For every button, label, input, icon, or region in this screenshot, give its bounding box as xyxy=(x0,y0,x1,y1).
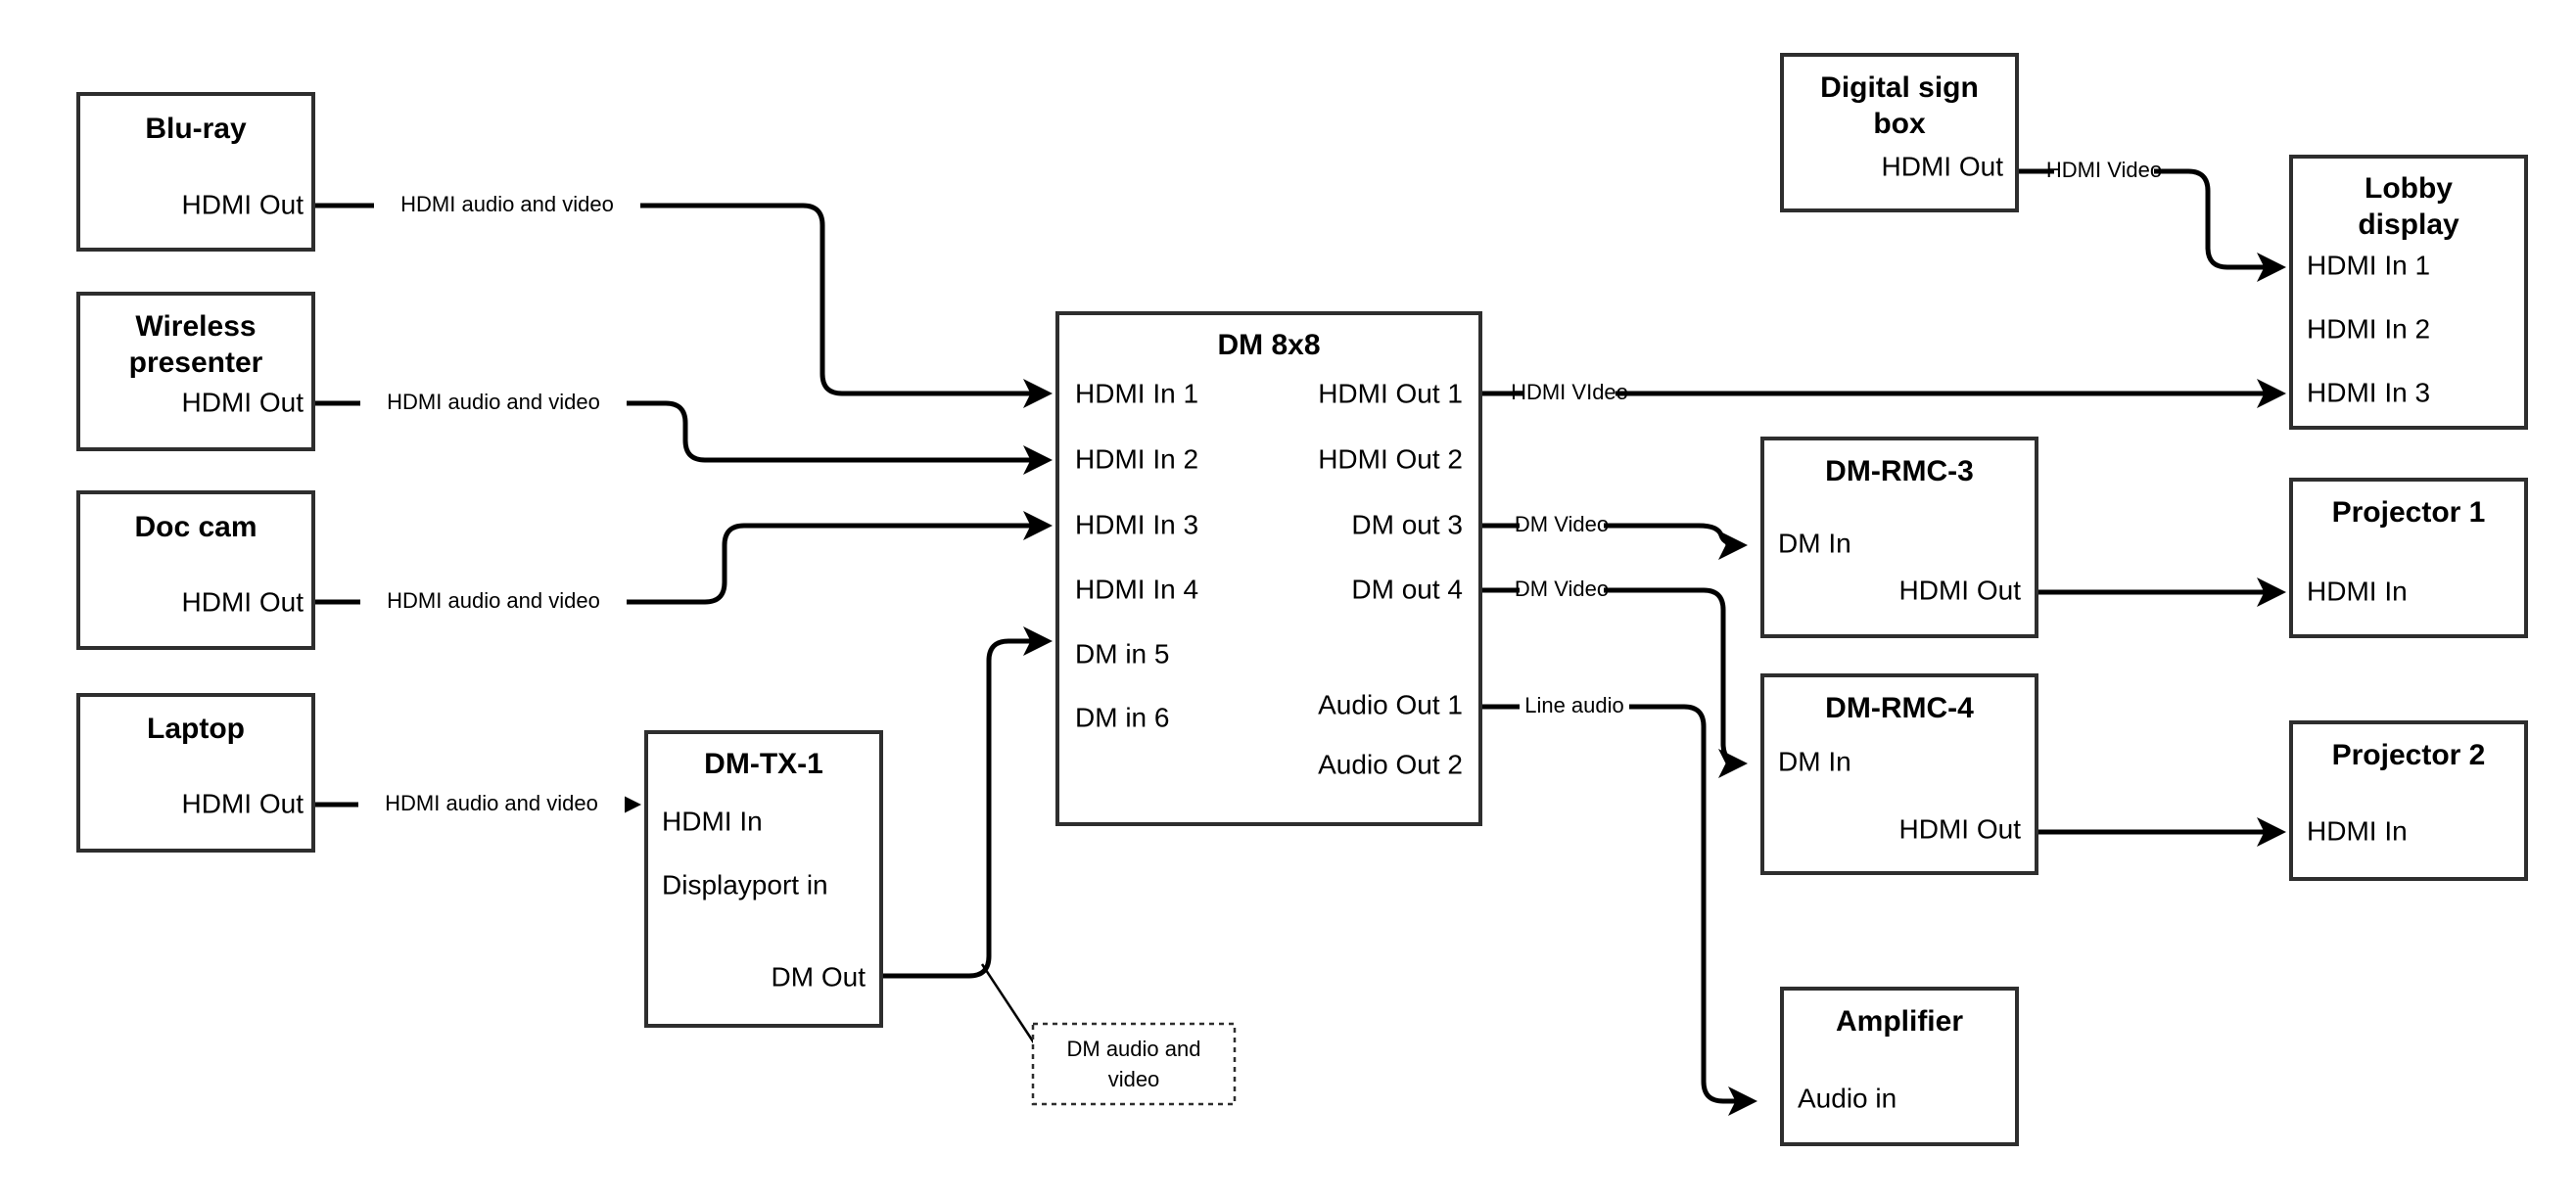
node-lobby-display-title-line2: display xyxy=(2358,208,2459,241)
node-laptop-box[interactable] xyxy=(76,693,315,853)
wire-bluray-to-dm8x8 xyxy=(313,203,1053,408)
node-dm-8x8-output-hdmi-out-1: HDMI Out 1 xyxy=(1318,378,1463,408)
node-projector-2-port-hdmi-in: HDMI In xyxy=(2307,815,2408,846)
node-dm-rmc-3-port-hdmi-out: HDMI Out xyxy=(1899,575,2022,605)
node-dm-8x8-output-dm-out-4: DM out 4 xyxy=(1351,574,1463,604)
node-dm-rmc-3-title: DM-RMC-3 xyxy=(1825,455,1974,487)
wire-wireless-to-dm8x8 xyxy=(313,400,1053,475)
node-dm-rmc-4-port-dm-in: DM In xyxy=(1778,746,1851,776)
node-wireless-presenter-title-line2: presenter xyxy=(129,346,263,379)
node-dm-8x8[interactable]: DM 8x8 HDMI In 1 HDMI In 2 HDMI In 3 HDM… xyxy=(1055,311,1482,826)
node-dm-8x8-output-audio-out-1: Audio Out 1 xyxy=(1318,689,1463,719)
node-projector-2-title: Projector 2 xyxy=(2332,739,2486,771)
node-digital-sign-box-box[interactable] xyxy=(1780,53,2019,212)
node-laptop-port-hdmi-out: HDMI Out xyxy=(182,788,304,818)
wire-doccam-to-dm8x8 xyxy=(313,511,1053,605)
node-digital-sign-box-port-hdmi-out: HDMI Out xyxy=(1882,151,2004,181)
node-laptop[interactable]: Laptop HDMI Out xyxy=(76,693,315,853)
node-wireless-presenter-title-line1: Wireless xyxy=(135,310,256,343)
node-dm-rmc-3-port-dm-in: DM In xyxy=(1778,528,1851,558)
node-bluray[interactable]: Blu-ray HDMI Out xyxy=(76,92,315,252)
node-lobby-display-port-hdmi-in-1: HDMI In 1 xyxy=(2307,250,2430,280)
node-dm-tx-1-port-dm-out: DM Out xyxy=(772,961,866,992)
node-dm-8x8-box[interactable] xyxy=(1055,311,1482,826)
node-dm-rmc-4-title: DM-RMC-4 xyxy=(1825,692,1974,724)
node-amplifier-box[interactable] xyxy=(1780,987,2019,1146)
node-lobby-display[interactable]: Lobby display HDMI In 1 HDMI In 2 HDMI I… xyxy=(2289,155,2528,430)
node-bluray-box[interactable] xyxy=(76,92,315,252)
wire-digitalsign-to-lobby xyxy=(2017,168,2281,267)
node-wireless-presenter[interactable]: Wireless presenter HDMI Out xyxy=(76,292,315,451)
node-projector-1-port-hdmi-in: HDMI In xyxy=(2307,576,2408,606)
node-dm-tx-1[interactable]: DM-TX-1 HDMI In Displayport in DM Out xyxy=(644,730,883,1028)
callout-dm-audio-and-video-line2: video xyxy=(1108,1067,1160,1091)
wire-dmtx1-to-dm8x8 xyxy=(881,626,1053,979)
node-dm-8x8-output-audio-out-2: Audio Out 2 xyxy=(1318,749,1463,779)
edge-label-laptop-to-dmtx1: HDMI audio and video xyxy=(385,791,598,815)
node-doc-cam[interactable]: Doc cam HDMI Out xyxy=(76,490,315,650)
node-lobby-display-port-hdmi-in-2: HDMI In 2 xyxy=(2307,313,2430,344)
node-lobby-display-port-hdmi-in-3: HDMI In 3 xyxy=(2307,377,2430,407)
node-dm-8x8-input-hdmi-in-3: HDMI In 3 xyxy=(1075,509,1198,539)
wire-dm8x8-dmout3-to-dmrmc3 xyxy=(1480,526,1743,545)
callout-dm-audio-and-video-line1: DM audio and xyxy=(1067,1037,1201,1061)
edge-label-dm8x8-audioout1-to-amplifier: Line audio xyxy=(1524,693,1624,717)
node-dm-8x8-output-dm-out-3: DM out 3 xyxy=(1351,509,1463,539)
node-dm-tx-1-title: DM-TX-1 xyxy=(704,748,823,780)
node-wireless-presenter-box[interactable] xyxy=(76,292,315,451)
edge-label-dm8x8-hdmiout1-to-lobby: HDMI VIdeo xyxy=(1511,380,1628,404)
edge-labels: HDMI audio and video HDMI audio and vide… xyxy=(358,154,2162,820)
node-laptop-title: Laptop xyxy=(147,713,245,745)
node-bluray-port-hdmi-out: HDMI Out xyxy=(182,189,304,219)
node-dm-tx-1-box[interactable] xyxy=(644,730,883,1028)
node-dm-8x8-input-hdmi-in-4: HDMI In 4 xyxy=(1075,574,1198,604)
node-amplifier-title: Amplifier xyxy=(1836,1005,1963,1038)
node-dm-8x8-title: DM 8x8 xyxy=(1217,329,1320,361)
node-projector-1[interactable]: Projector 1 HDMI In xyxy=(2289,478,2528,638)
node-digital-sign-box-title-line2: box xyxy=(1873,108,1926,140)
callout-leader-line xyxy=(980,963,1041,1051)
edge-label-doccam-to-dm8x8: HDMI audio and video xyxy=(387,588,600,613)
edge-label-dm8x8-dmout3-to-dmrmc3: DM Video xyxy=(1515,512,1609,536)
wire-dm8x8-dmout4-to-dmrmc4 xyxy=(1480,587,1743,763)
node-projector-1-title: Projector 1 xyxy=(2332,496,2486,529)
node-lobby-display-box[interactable] xyxy=(2289,155,2528,430)
node-wireless-presenter-port-hdmi-out: HDMI Out xyxy=(182,387,304,417)
node-projector-2[interactable]: Projector 2 HDMI In xyxy=(2289,720,2528,881)
edge-label-digitalsign-to-lobby: HDMI Video xyxy=(2046,158,2162,182)
node-lobby-display-title-line1: Lobby xyxy=(2365,172,2453,205)
node-projector-1-box[interactable] xyxy=(2289,478,2528,638)
callout-dm-audio-and-video-box xyxy=(1031,1022,1237,1106)
node-dm-rmc-3[interactable]: DM-RMC-3 DM In HDMI Out xyxy=(1760,437,2038,638)
node-dm-tx-1-port-hdmi-in: HDMI In xyxy=(662,806,763,836)
node-dm-tx-1-port-displayport-in: Displayport in xyxy=(662,869,828,900)
node-digital-sign-box[interactable]: Digital sign box HDMI Out xyxy=(1780,53,2019,212)
node-bluray-title: Blu-ray xyxy=(145,113,247,145)
node-digital-sign-box-title-line1: Digital sign xyxy=(1820,71,1979,104)
node-dm-8x8-input-dm-in-6: DM in 6 xyxy=(1075,702,1169,732)
wire-dm8x8-audioout1-to-amplifier xyxy=(1480,704,1753,1101)
node-amplifier[interactable]: Amplifier Audio in xyxy=(1780,987,2019,1146)
node-dm-8x8-output-hdmi-out-2: HDMI Out 2 xyxy=(1318,443,1463,474)
node-dm-8x8-input-dm-in-5: DM in 5 xyxy=(1075,638,1169,669)
node-dm-8x8-input-hdmi-in-1: HDMI In 1 xyxy=(1075,378,1198,408)
node-doc-cam-box[interactable] xyxy=(76,490,315,650)
node-dm-rmc-3-box[interactable] xyxy=(1760,437,2038,638)
edge-label-dm8x8-dmout4-to-dmrmc4: DM Video xyxy=(1515,577,1609,601)
edge-label-wireless-to-dm8x8: HDMI audio and video xyxy=(387,390,600,414)
node-doc-cam-port-hdmi-out: HDMI Out xyxy=(182,586,304,617)
node-projector-2-box[interactable] xyxy=(2289,720,2528,881)
node-amplifier-port-audio-in: Audio in xyxy=(1798,1083,1897,1113)
node-dm-rmc-4[interactable]: DM-RMC-4 DM In HDMI Out xyxy=(1760,673,2038,875)
node-dm-rmc-4-box[interactable] xyxy=(1760,673,2038,875)
node-dm-rmc-4-port-hdmi-out: HDMI Out xyxy=(1899,813,2022,844)
callout-dm-audio-and-video: DM audio and video xyxy=(1031,1022,1237,1106)
node-dm-8x8-input-hdmi-in-2: HDMI In 2 xyxy=(1075,443,1198,474)
node-doc-cam-title: Doc cam xyxy=(134,511,257,543)
edge-label-bluray-to-dm8x8: HDMI audio and video xyxy=(400,192,614,216)
